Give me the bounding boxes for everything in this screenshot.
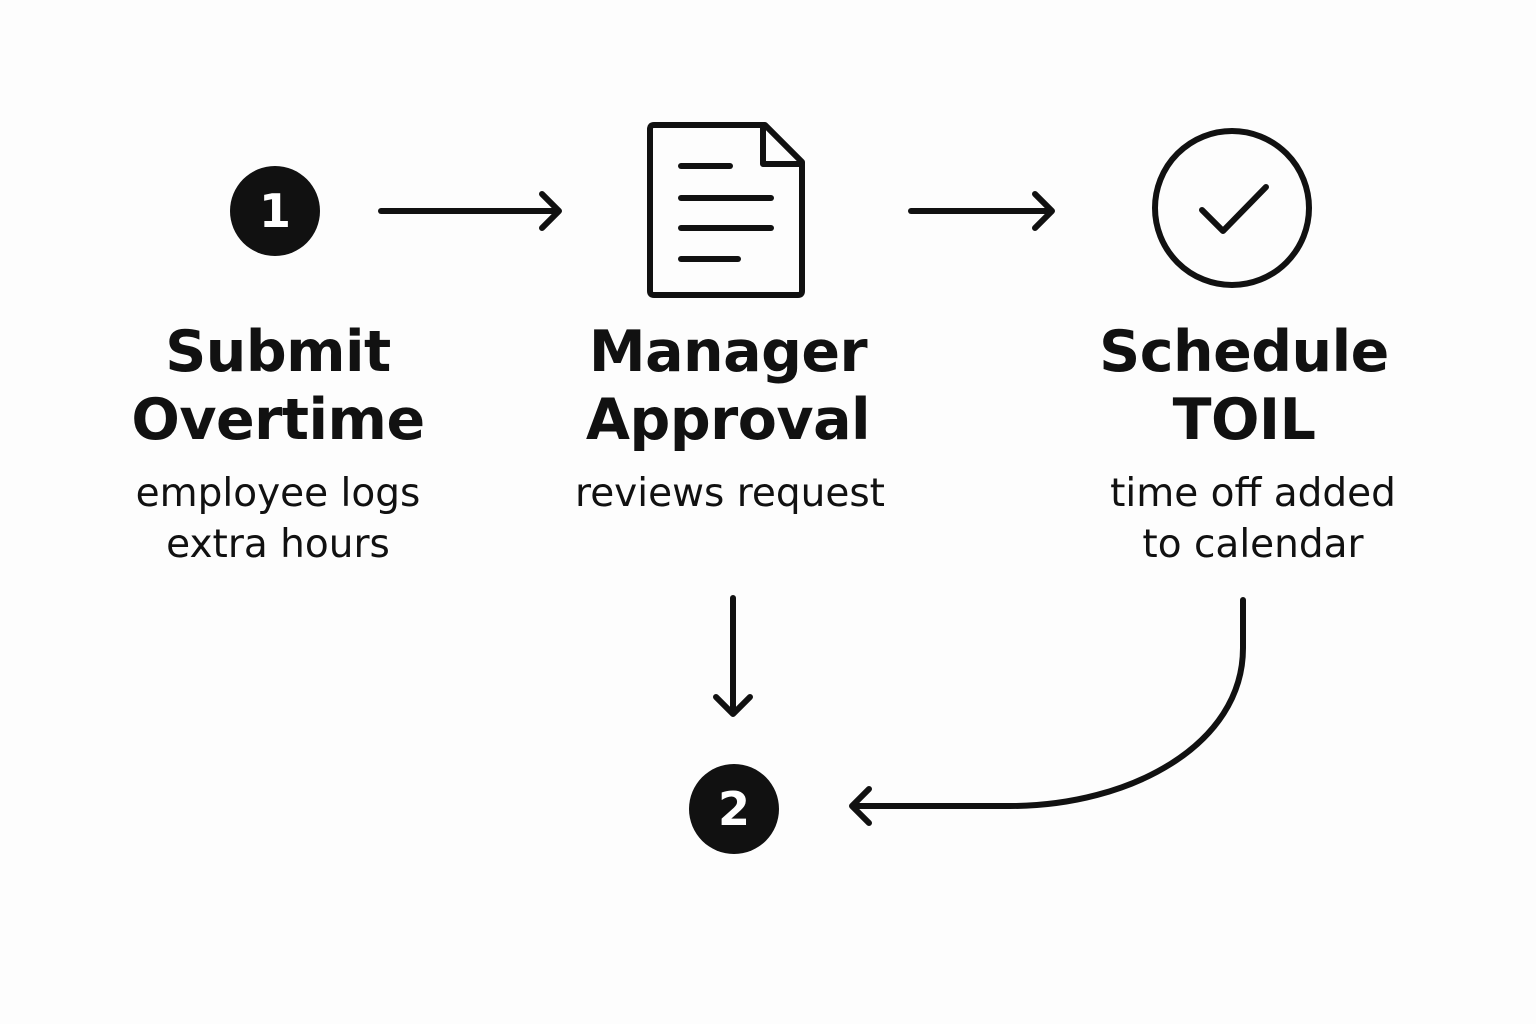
arrow-down-icon <box>713 595 753 717</box>
step-3-title: Schedule TOIL <box>1034 318 1454 454</box>
document-icon <box>647 122 805 298</box>
step-3-desc-line: time off added <box>1110 471 1396 516</box>
step-2-badge: 2 <box>689 764 779 854</box>
arrow-right-icon <box>378 191 562 231</box>
step-2-description: reviews request <box>520 468 940 519</box>
step-3-title-line: Schedule <box>1099 319 1389 385</box>
step-1-title: Submit Overtime <box>68 318 488 454</box>
step-1-badge: 1 <box>230 166 320 256</box>
step-3-title-line: TOIL <box>1172 387 1316 453</box>
step-1-title-line: Overtime <box>131 387 425 453</box>
step-3-description: time off added to calendar <box>1043 468 1463 570</box>
step-1-desc-line: employee logs <box>135 471 421 516</box>
step-2-title-line: Approval <box>585 387 871 453</box>
step-2-desc-line: reviews request <box>575 471 885 516</box>
checkmark-circle-icon <box>1152 128 1312 288</box>
arrow-right-icon <box>908 191 1055 231</box>
step-2-title: Manager Approval <box>518 318 938 454</box>
step-2-title-line: Manager <box>588 319 868 385</box>
step-1-title-line: Submit <box>165 319 391 385</box>
step-1-description: employee logs extra hours <box>68 468 488 570</box>
step-1-number: 1 <box>258 184 291 238</box>
step-3-desc-line: to calendar <box>1142 522 1364 567</box>
curved-arrow-left-icon <box>849 597 1246 826</box>
step-2-number: 2 <box>717 782 750 836</box>
step-1-desc-line: extra hours <box>166 522 390 567</box>
